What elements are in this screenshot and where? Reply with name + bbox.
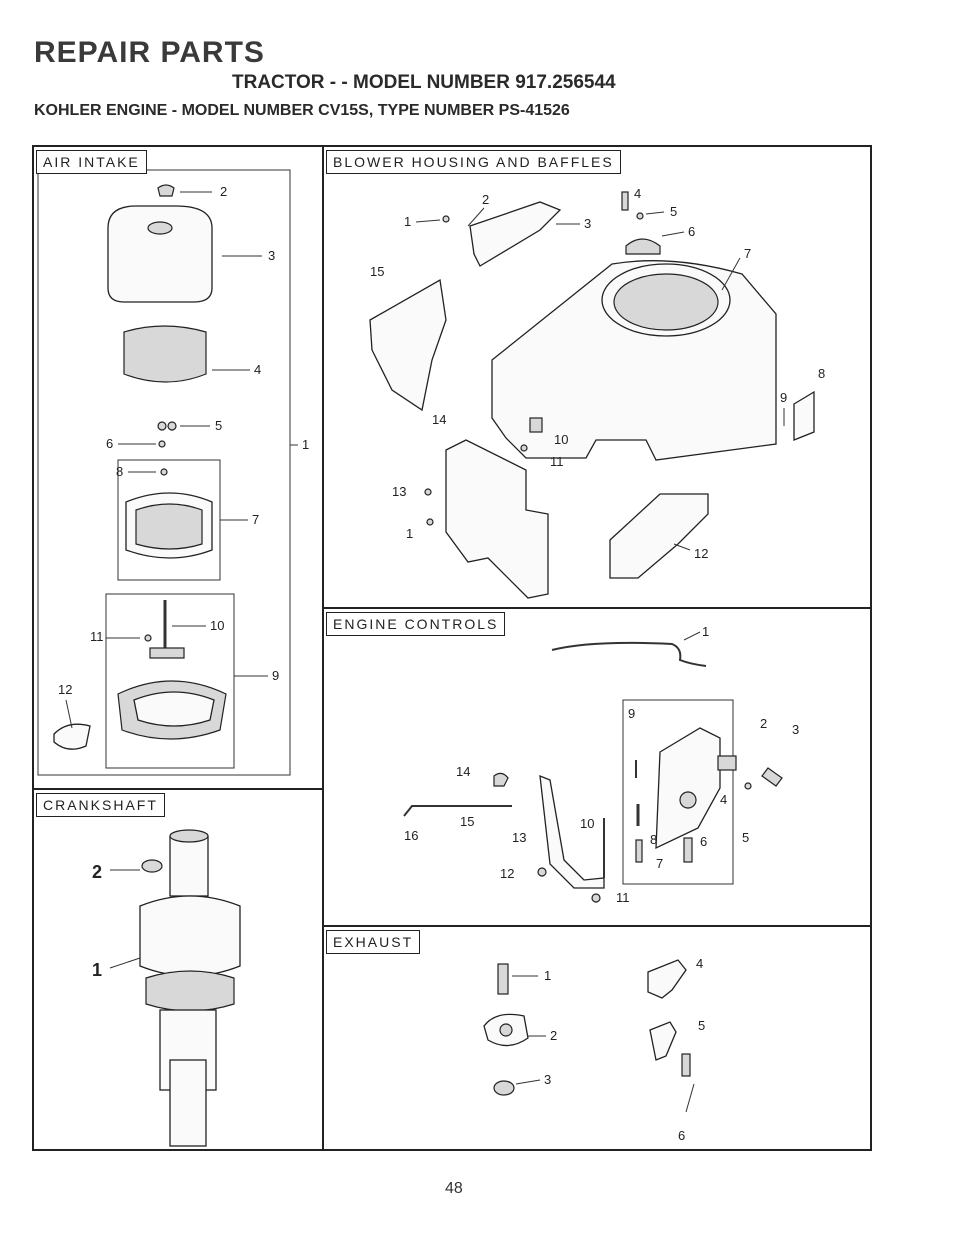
callout-ec-7: 7 bbox=[656, 856, 663, 871]
callout-bh-14: 14 bbox=[432, 412, 446, 427]
page-title: REPAIR PARTS bbox=[34, 36, 265, 69]
callout-bh-5: 5 bbox=[670, 204, 677, 219]
callout-ec-2: 2 bbox=[760, 716, 767, 731]
callout-ec-10: 10 bbox=[580, 816, 594, 831]
callout-ec-4: 4 bbox=[720, 792, 727, 807]
callout-ex-3: 3 bbox=[544, 1072, 551, 1087]
callout-bh-1a: 1 bbox=[404, 214, 411, 229]
callout-ec-12: 12 bbox=[500, 866, 514, 881]
callout-ai-7: 7 bbox=[252, 512, 259, 527]
callout-ai-12: 12 bbox=[58, 682, 72, 697]
callout-ec-6: 6 bbox=[700, 834, 707, 849]
callout-cs-2: 2 bbox=[92, 862, 102, 882]
callout-bh-3: 3 bbox=[584, 216, 591, 231]
divider-blower-controls bbox=[322, 607, 872, 609]
exhaust-illustration: 1 4 2 5 3 6 bbox=[483, 956, 705, 1143]
parts-diagram-frame bbox=[32, 145, 872, 1151]
callout-ec-14: 14 bbox=[456, 764, 470, 779]
callout-bh-15: 15 bbox=[370, 264, 384, 279]
callout-ai-9: 9 bbox=[272, 668, 279, 683]
callout-ec-1: 1 bbox=[702, 624, 709, 639]
callout-ex-4: 4 bbox=[696, 956, 703, 971]
callout-bh-9: 9 bbox=[780, 390, 787, 405]
callout-bh-1b: 1 bbox=[406, 526, 413, 541]
callout-ai-10: 10 bbox=[210, 618, 224, 633]
callout-bh-12: 12 bbox=[694, 546, 708, 561]
callout-bh-6: 6 bbox=[688, 224, 695, 239]
callout-bh-4: 4 bbox=[634, 186, 641, 201]
callout-ai-3: 3 bbox=[268, 248, 275, 263]
callout-bh-8: 8 bbox=[818, 366, 825, 381]
section-label-air-intake: AIR INTAKE bbox=[36, 150, 147, 174]
callout-bh-13: 13 bbox=[392, 484, 406, 499]
divider-controls-exhaust bbox=[322, 925, 872, 927]
callout-ex-1: 1 bbox=[544, 968, 551, 983]
callout-ec-11: 11 bbox=[616, 890, 630, 905]
section-label-engine-controls: ENGINE CONTROLS bbox=[326, 612, 506, 636]
callout-ai-5: 5 bbox=[215, 418, 222, 433]
callout-ec-9: 9 bbox=[628, 706, 635, 721]
callout-ex-5: 5 bbox=[698, 1018, 705, 1033]
callout-bh-7: 7 bbox=[744, 246, 751, 261]
callout-bh-11: 11 bbox=[550, 454, 564, 469]
section-label-crankshaft: CRANKSHAFT bbox=[36, 793, 165, 817]
callout-ec-15: 15 bbox=[460, 814, 474, 829]
blower-housing-illustration: 1 2 3 4 5 6 7 15 8 9 14 10 11 bbox=[369, 186, 825, 599]
engine-model-heading: KOHLER ENGINE - MODEL NUMBER CV15S, TYPE… bbox=[34, 102, 570, 119]
section-label-blower-housing: BLOWER HOUSING AND BAFFLES bbox=[326, 150, 621, 174]
divider-air-crank bbox=[32, 788, 324, 790]
callout-ai-4: 4 bbox=[254, 362, 261, 377]
callout-cs-1: 1 bbox=[92, 960, 102, 980]
column-divider bbox=[322, 145, 324, 1151]
callout-ai-1: 1 bbox=[302, 437, 309, 452]
callout-ex-6: 6 bbox=[678, 1128, 685, 1143]
callout-ai-11: 11 bbox=[90, 629, 104, 644]
tractor-model-heading: TRACTOR - - MODEL NUMBER 917.256544 bbox=[232, 72, 616, 93]
callout-ec-5: 5 bbox=[742, 830, 749, 845]
callout-ec-8: 8 bbox=[650, 832, 657, 847]
callout-ai-6: 6 bbox=[106, 436, 113, 451]
callout-ai-8: 8 bbox=[116, 464, 123, 479]
callout-ec-3: 3 bbox=[792, 722, 799, 737]
callout-ex-2: 2 bbox=[550, 1028, 557, 1043]
crankshaft-illustration: 2 1 bbox=[92, 829, 241, 1147]
engine-controls-illustration: 1 9 2 3 14 4 16 15 13 10 8 6 5 7 12 11 bbox=[403, 624, 799, 905]
air-intake-illustration: 2 3 4 5 6 1 8 7 10 11 bbox=[37, 169, 309, 776]
callout-bh-2: 2 bbox=[482, 192, 489, 207]
callout-bh-10: 10 bbox=[554, 432, 568, 447]
callout-ai-2: 2 bbox=[220, 184, 227, 199]
callout-ec-13: 13 bbox=[512, 830, 526, 845]
page-number: 48 bbox=[445, 1180, 463, 1197]
callout-ec-16: 16 bbox=[404, 828, 418, 843]
section-label-exhaust: EXHAUST bbox=[326, 930, 421, 954]
